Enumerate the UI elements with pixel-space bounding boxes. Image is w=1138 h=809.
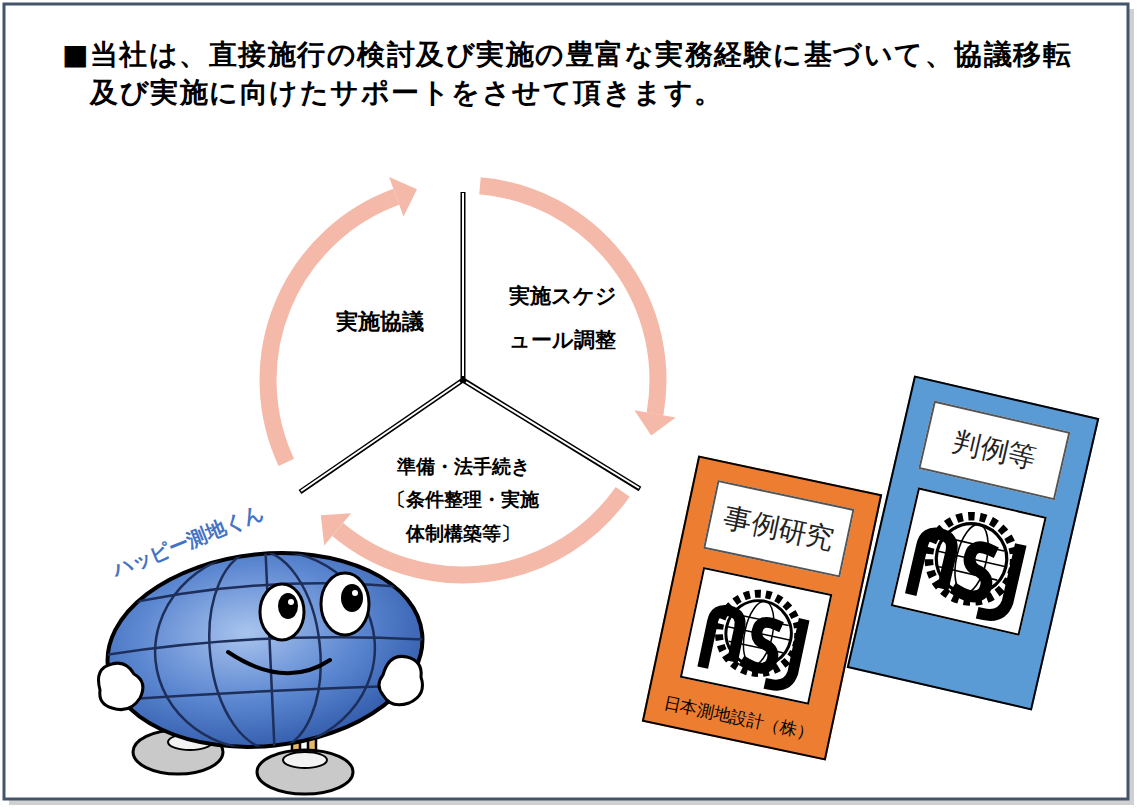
- logo-stroke: [770, 620, 803, 688]
- logo-box: [891, 487, 1047, 636]
- arrow-arc: [480, 186, 658, 414]
- book-title: 判例等: [918, 401, 1070, 501]
- arrow-head: [321, 513, 351, 545]
- cycle-step: 実施協議: [315, 304, 445, 339]
- logo-box: [680, 567, 833, 705]
- arrow-head: [634, 410, 675, 435]
- company-logo: [682, 569, 830, 702]
- logo-stroke: [704, 608, 743, 668]
- logo-stroke: [912, 531, 955, 596]
- logo-mark: [702, 606, 803, 689]
- step-detail: 〔条件整理・実施体制構築等〕: [379, 483, 547, 550]
- step-label: 準備・法手続き: [379, 450, 547, 483]
- logo-mark: [910, 529, 1019, 619]
- frame: [4, 4, 1128, 799]
- logo-stroke: [983, 545, 1020, 618]
- company-logo: [893, 490, 1044, 634]
- cycle-step: 実施スケジュール調整: [500, 274, 625, 362]
- cycle-step: 準備・法手続き〔条件整理・実施体制構築等〕: [379, 450, 547, 550]
- title: ■当社は、直接施行の検討及び実施の豊富な実務経験に基づいて、協議移転及び実施に向…: [62, 36, 1080, 112]
- logo-stroke: [957, 544, 994, 599]
- step-label: 実施スケジュール調整: [500, 274, 625, 362]
- arrow-head: [389, 177, 417, 217]
- step-label: 実施協議: [315, 304, 445, 339]
- logo-stroke: [746, 620, 780, 671]
- cycle-arrow: [480, 186, 676, 436]
- mascot: [98, 538, 432, 794]
- book-title: 事例研究: [703, 480, 854, 578]
